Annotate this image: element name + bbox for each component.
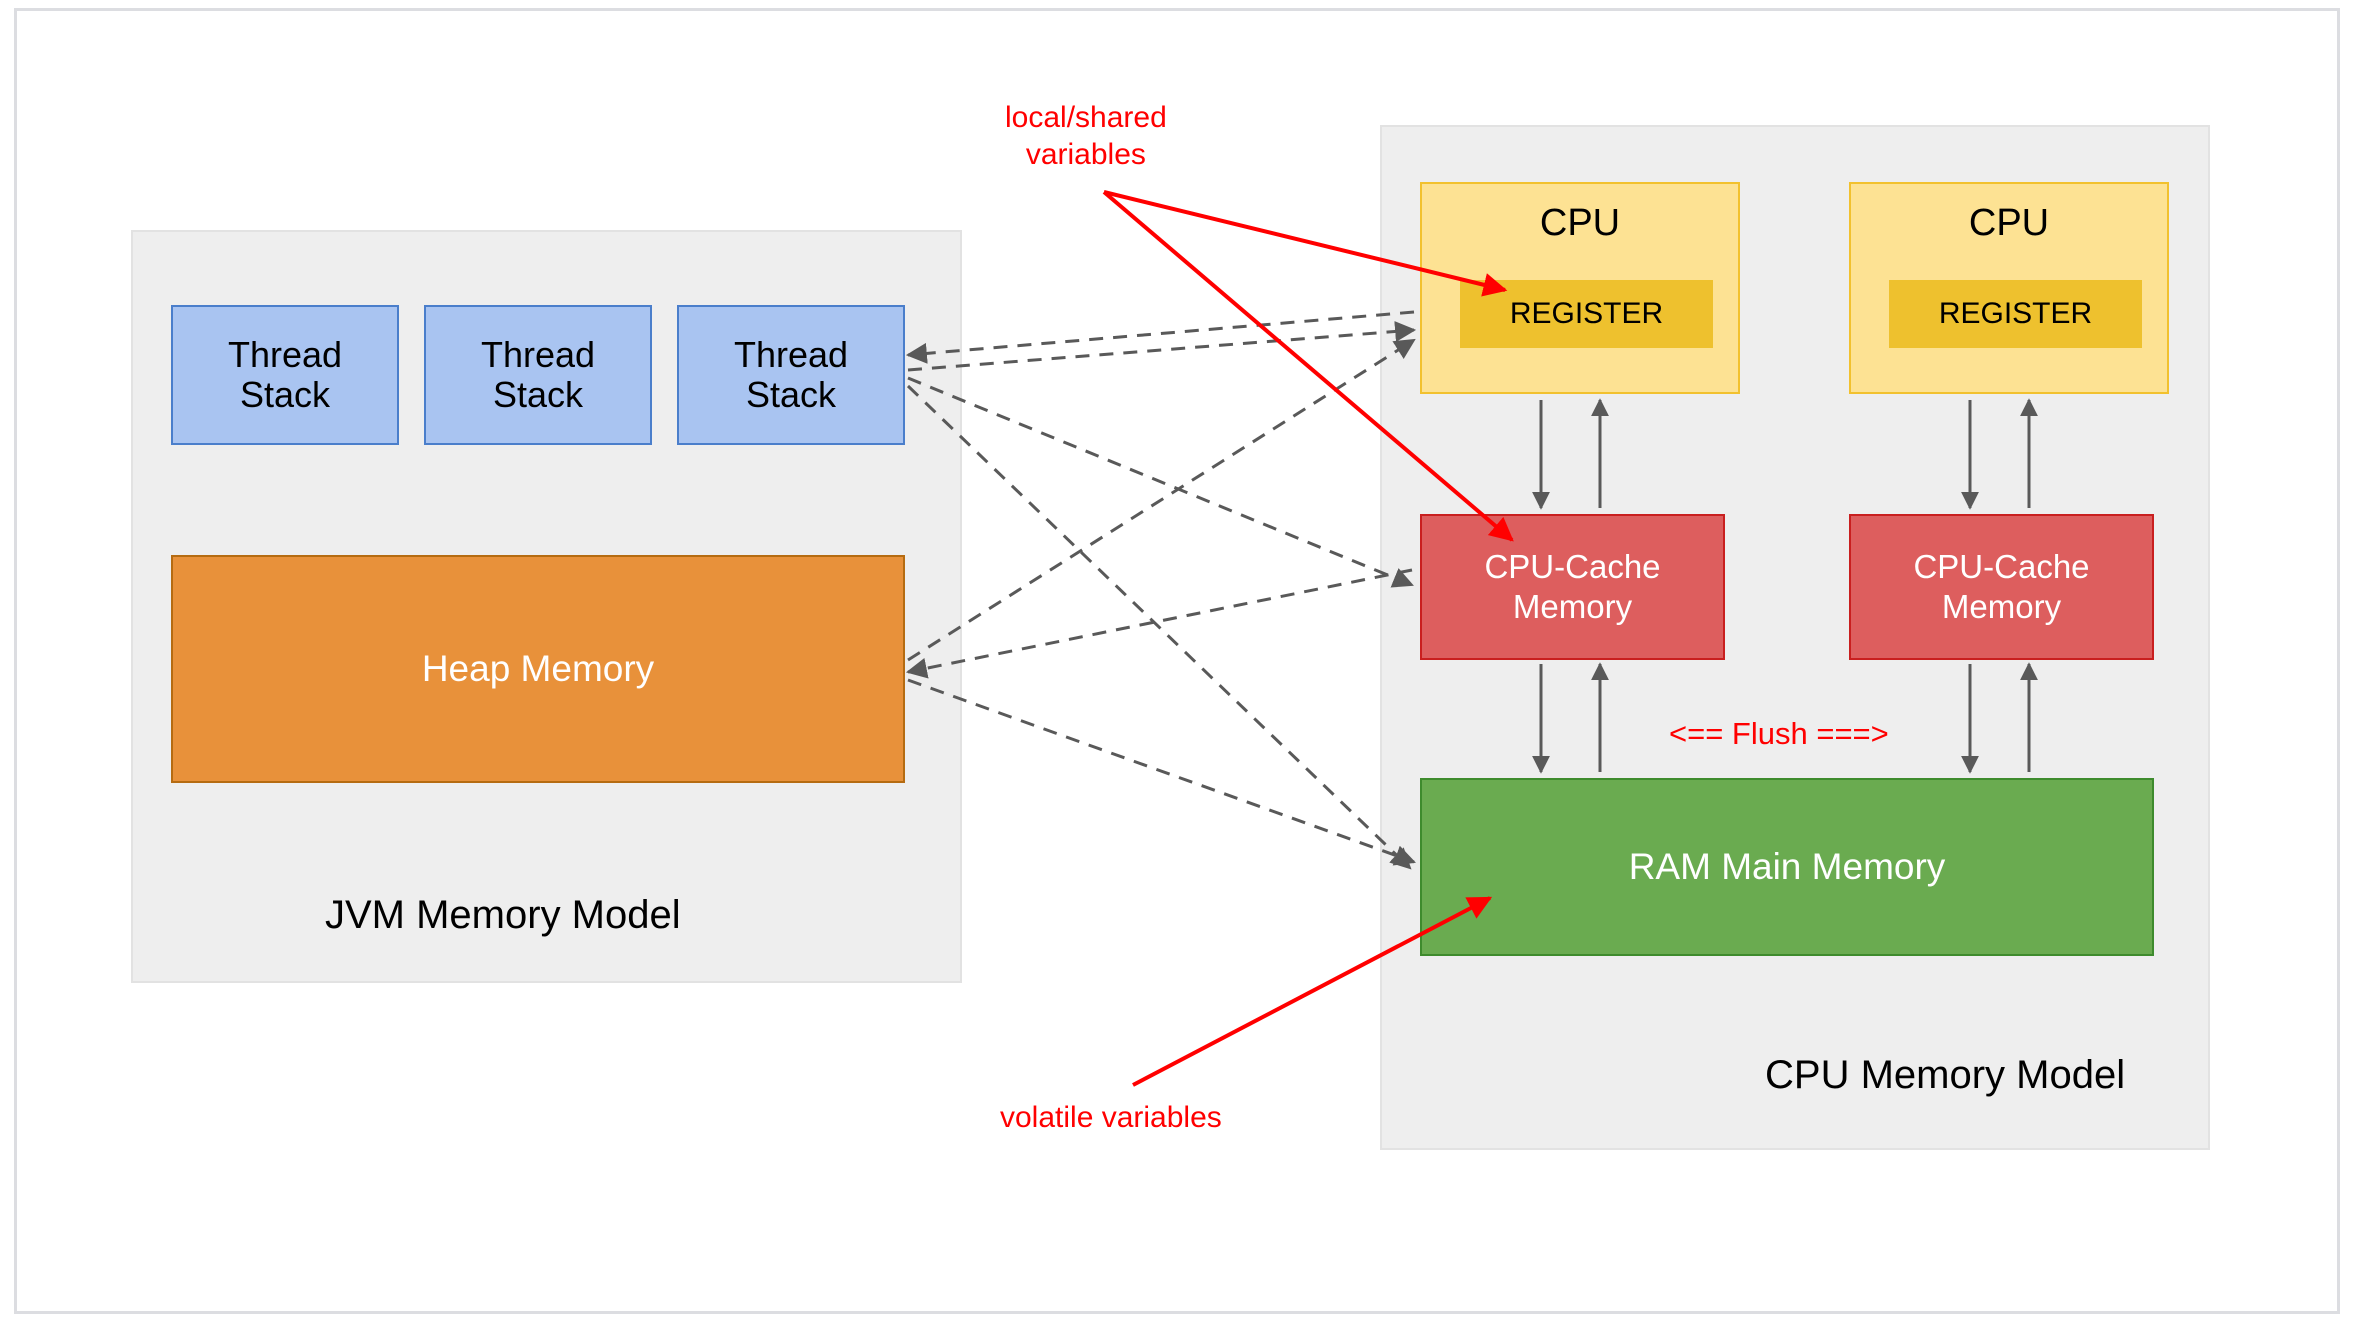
jvm-memory-model-title: JVM Memory Model — [325, 893, 681, 937]
cpu-box[interactable]: CPU REGISTER — [1849, 182, 2169, 394]
thread-stack-label-line1: Thread — [227, 333, 343, 375]
cpu-cache-label-line2: Memory — [1512, 588, 1633, 625]
register-box[interactable]: REGISTER — [1460, 280, 1713, 348]
cpu-cache-label-line1: CPU-Cache — [1913, 548, 2090, 586]
cpu-cache-memory-box[interactable]: CPU-Cache Memory — [1420, 514, 1725, 660]
thread-stack-label: Thread Stack — [733, 333, 849, 416]
thread-stack-label-line1: Thread — [733, 333, 849, 375]
heap-memory-label: Heap Memory — [421, 648, 655, 690]
cpu-cache-memory-box[interactable]: CPU-Cache Memory — [1849, 514, 2154, 660]
register-label: REGISTER — [1509, 297, 1664, 330]
cpu-memory-model-title: CPU Memory Model — [1765, 1053, 2126, 1097]
cpu-label: CPU — [1539, 202, 1621, 244]
cpu-cache-label: CPU-Cache Memory — [1484, 547, 1660, 626]
cpu-cache-label-line1: CPU-Cache — [1484, 548, 1661, 586]
thread-stack-label-line2: Stack — [745, 374, 837, 415]
ram-main-memory-label: RAM Main Memory — [1628, 846, 1946, 887]
thread-stack-box[interactable]: Thread Stack — [424, 305, 652, 445]
thread-stack-label: Thread Stack — [480, 333, 596, 416]
cpu-label: CPU — [1968, 202, 2050, 244]
thread-stack-label-line2: Stack — [239, 374, 331, 415]
thread-stack-label-line1: Thread — [480, 333, 596, 375]
cpu-cache-label-line2: Memory — [1941, 588, 2062, 625]
register-label: REGISTER — [1938, 297, 2093, 330]
thread-stack-label: Thread Stack — [227, 333, 343, 416]
cpu-box[interactable]: CPU REGISTER — [1420, 182, 1740, 394]
annotation-local-shared-variables: local/shared variables — [1005, 101, 1167, 171]
cpu-cache-label: CPU-Cache Memory — [1913, 547, 2089, 626]
thread-stack-label-line2: Stack — [492, 374, 584, 415]
heap-memory-box[interactable]: Heap Memory — [171, 555, 905, 783]
thread-stack-box[interactable]: Thread Stack — [171, 305, 399, 445]
annotation-volatile-variables: volatile variables — [1000, 1101, 1222, 1134]
ram-main-memory-box[interactable]: RAM Main Memory — [1420, 778, 2154, 956]
register-box[interactable]: REGISTER — [1889, 280, 2142, 348]
annotation-flush: <== Flush ===> — [1669, 716, 1889, 751]
thread-stack-box[interactable]: Thread Stack — [677, 305, 905, 445]
